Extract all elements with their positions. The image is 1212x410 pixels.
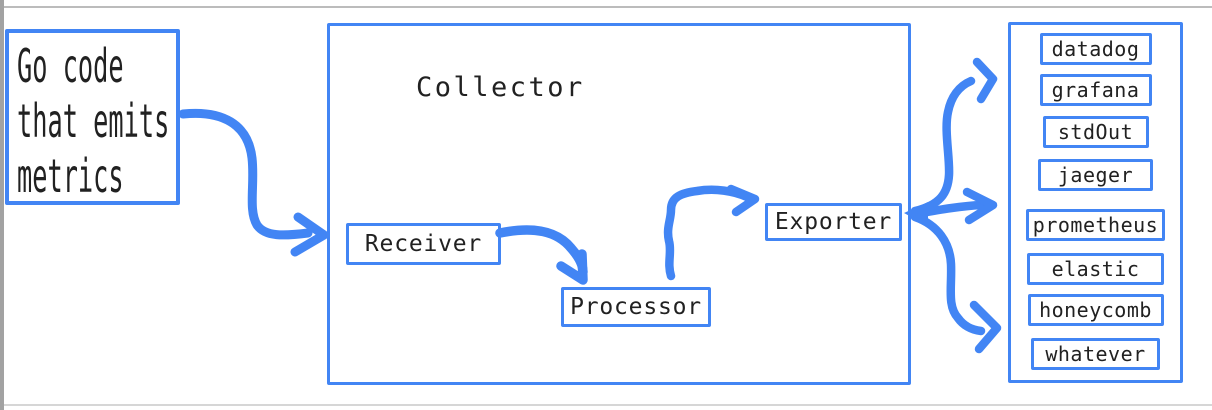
source-box: Go code that emits metrics	[5, 29, 180, 205]
source-line-1: Go code	[17, 39, 124, 93]
processor-node: Processor	[561, 287, 711, 327]
source-text: Go code that emits metrics	[17, 39, 294, 204]
source-line-2: that emits	[17, 94, 170, 148]
receiver-node: Receiver	[346, 223, 501, 265]
collector-box: Collector Receiver Processor Exporter	[327, 23, 911, 385]
receiver-label: Receiver	[364, 231, 483, 257]
collector-title: Collector	[416, 72, 585, 103]
window-top-divider	[0, 6, 1212, 8]
exporter-label: Exporter	[774, 209, 893, 235]
destination-jaeger: jaeger	[1038, 159, 1153, 191]
source-line-3: metrics	[17, 149, 124, 203]
destination-elastic: elastic	[1027, 253, 1164, 285]
arrow-exporter-fanout	[904, 57, 1002, 354]
destination-stdout: stdOut	[1042, 116, 1149, 148]
window-bottom-divider	[4, 404, 1212, 406]
destination-prometheus: prometheus	[1025, 209, 1166, 241]
window-left-scrollbar	[0, 0, 4, 410]
destination-whatever: whatever	[1031, 338, 1160, 370]
destinations-box: datadog grafana stdOut jaeger prometheus…	[1008, 22, 1183, 383]
destination-datadog: datadog	[1039, 33, 1152, 65]
processor-label: Processor	[570, 294, 702, 320]
exporter-node: Exporter	[765, 203, 902, 241]
destination-honeycomb: honeycomb	[1027, 294, 1164, 326]
destination-grafana: grafana	[1039, 74, 1152, 106]
